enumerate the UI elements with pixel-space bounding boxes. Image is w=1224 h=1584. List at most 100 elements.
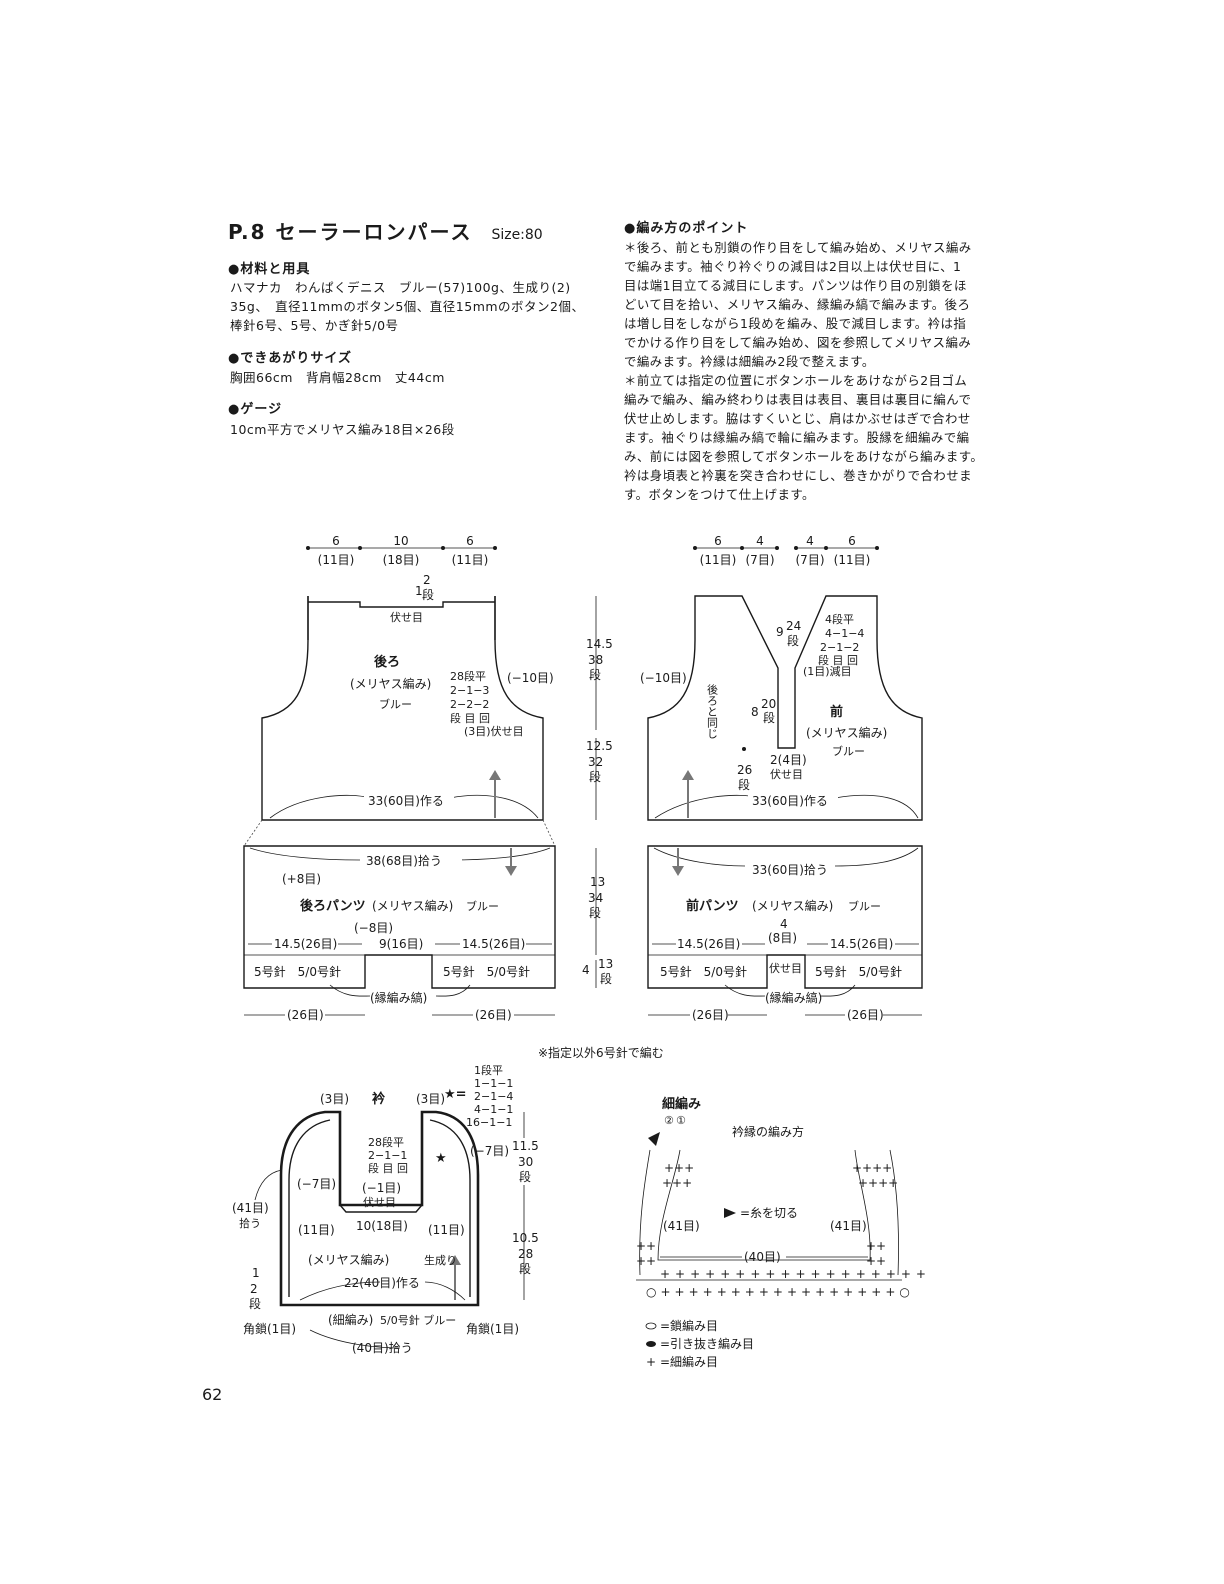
collar-diagram: (3目) 衿 (3目) ★= 1段平 1−1−1 2−1−4 4−1−1 16−… xyxy=(232,1063,539,1355)
chain-stitch-icon xyxy=(645,1322,657,1330)
dim-h1: 14.5 xyxy=(586,637,613,651)
collar-st11-r: (11目) xyxy=(428,1223,465,1237)
points-line: 編みで編み、編み終わりは表目は表目、裏目は裏目に編んで xyxy=(624,392,972,407)
materials-text: ハマナカ わんぱくデニス ブルー(57)100g、生成り(2) 35g、 直径1… xyxy=(230,278,585,335)
front-pants-diagram: 33(60目)拾う 前パンツ (メリヤス編み) ブルー 4 (8目) 14.5(… xyxy=(647,845,923,1022)
back-neck-rows-a: 2 xyxy=(423,573,431,587)
back-pants-right-w: 14.5(26目) xyxy=(462,937,525,951)
collar-h1-rows: 30 xyxy=(518,1155,533,1169)
points-line: でかける作り目をして編み始め、図を参照してメリヤス編み xyxy=(624,335,972,350)
front-pants-name: 前パンツ xyxy=(686,898,739,914)
dim-h4: 4 xyxy=(582,963,590,977)
back-dec-row3: 段 目 回 xyxy=(450,711,490,725)
points-line: す。ボタンをつけて仕上げます。 xyxy=(624,487,815,502)
gauge-text: 10cm平方でメリヤス編み18目×26段 xyxy=(230,422,455,437)
materials-line: ハマナカ わんぱくデニス ブルー(57)100g、生成り(2) xyxy=(230,280,571,295)
front-pants-right-w: 14.5(26目) xyxy=(830,937,893,951)
front-same-as-back: 後ろと同じ xyxy=(706,683,719,739)
crochet-subtitle: 衿縁の編み方 xyxy=(732,1124,804,1139)
materials-heading: ●材料と用具 xyxy=(228,262,311,277)
front-v-table4: (1目)減目 xyxy=(803,664,852,678)
collar-minus1: (−1目) xyxy=(362,1181,401,1195)
collar-star: ★ xyxy=(435,1151,447,1166)
points-line: 伏せ止めします。脇はすくいとじ、肩はかぶせはぎで合わせ xyxy=(624,411,971,426)
dim-h1-rows: 38 xyxy=(588,653,603,667)
back-pants-needles-r: 5号針 5/0号針 xyxy=(443,964,530,979)
page-title: P.8 セーラーロンパース Size:80 xyxy=(228,216,543,245)
collar-h1-rows-b: 段 xyxy=(519,1169,531,1184)
legend-chain: =鎖編み目 xyxy=(660,1318,718,1333)
front-center-bind: 伏せ目 xyxy=(770,767,803,781)
dim-h2-rows-b: 段 xyxy=(589,769,601,784)
points-heading: ●編み方のポイント xyxy=(624,221,749,236)
collar-pick41: (41目) xyxy=(232,1201,269,1215)
back-top-st2: (11目) xyxy=(452,553,489,567)
title-text: セーラーロンパース xyxy=(275,220,473,244)
crochet-row-1: ① xyxy=(676,1114,686,1127)
collar-h1: 11.5 xyxy=(512,1139,539,1153)
collar-minus7-r: (−7目) xyxy=(470,1144,509,1158)
dim-h1-rows-b: 段 xyxy=(589,667,601,682)
front-pants-left-w: 14.5(26目) xyxy=(677,937,740,951)
front-pants-crotch-bind: 伏せ目 xyxy=(769,961,802,975)
collar-h2-rows-b: 段 xyxy=(519,1261,531,1276)
crochet-right-stitches: ++ xyxy=(866,1239,886,1253)
crochet-row-stitches: ++++++++++++++++++ xyxy=(660,1267,931,1281)
back-dec-row2: 2−2−2 xyxy=(450,698,489,711)
collar-pick41-b: 拾う xyxy=(239,1216,261,1230)
front-top-w0: 6 xyxy=(714,534,722,548)
crochet-left-col: +++ xyxy=(664,1161,694,1175)
back-pants-stitch: (メリヤス編み) xyxy=(372,898,453,913)
crochet-chart: 細編み 衿縁の編み方 ② ① (41目) =糸を切る (41目) (40目) +… xyxy=(636,1096,931,1369)
back-pants-pick-up: 38(68目)拾う xyxy=(366,853,442,868)
front-name: 前 xyxy=(830,704,843,720)
front-v-20: 20 xyxy=(761,697,776,711)
crochet-st40: (40目) xyxy=(744,1250,781,1264)
collar-star-eq: ★= xyxy=(444,1087,467,1102)
front-top-st1: (7目) xyxy=(746,553,775,567)
points-line: は増し目をしながら1段めを編み、股で減目します。衿は指 xyxy=(624,316,967,331)
back-color: ブルー xyxy=(379,697,412,711)
front-pants-pick-up: 33(60目)拾う xyxy=(752,862,828,877)
finished-size-text: 胸囲66cm 背肩幅28cm 丈44cm xyxy=(230,370,445,385)
dim-h4-rows: 13 xyxy=(598,957,613,971)
back-pants-color: ブルー xyxy=(466,899,499,913)
finished-size-heading: ●できあがりサイズ xyxy=(228,351,352,366)
front-pants-bottom-r: (26目) xyxy=(847,1008,884,1022)
gauge-heading: ●ゲージ xyxy=(228,402,283,417)
front-pants-crotch-4: 4 xyxy=(780,917,788,931)
front-center-26: 26 xyxy=(737,763,752,777)
points-line: で編みます。袖ぐり衿ぐりの減目は2目以上は伏せ目に、1 xyxy=(624,259,962,274)
back-top-st1: (18目) xyxy=(383,553,420,567)
back-neck-1: 1 xyxy=(415,584,423,598)
collar-corner-r: 角鎖(1目) xyxy=(466,1321,519,1336)
points-text: ＊後ろ、前とも別鎖の作り目をして編み始め、メリヤス編み で編みます。袖ぐり衿ぐり… xyxy=(624,238,983,504)
front-v-24: 24 xyxy=(786,619,801,633)
front-top-w3: 6 xyxy=(848,534,856,548)
collar-st10: 10(18目) xyxy=(356,1219,408,1233)
back-dec-row0: 28段平 xyxy=(450,669,486,683)
collar-color: 生成り xyxy=(424,1253,457,1267)
dim-h2-rows: 32 xyxy=(588,755,603,769)
back-pants-diagram: 38(68目)拾う (+8目) 後ろパンツ (メリヤス編み) ブルー (−8目)… xyxy=(243,819,556,1022)
collar-inner-row2: 段 目 回 xyxy=(368,1161,408,1175)
points-line: どいて目を拾い、メリヤス編み、縁編み縞で編みます。後ろ xyxy=(624,297,971,312)
front-center-2: 2(4目) xyxy=(770,753,807,767)
size-label: Size:80 xyxy=(491,227,543,243)
collar-corner-l: 角鎖(1目) xyxy=(243,1321,296,1336)
front-top-st0: (11目) xyxy=(700,553,737,567)
back-pants-needles-l: 5号針 5/0号針 xyxy=(254,964,341,979)
collar-h2: 10.5 xyxy=(512,1231,539,1245)
back-pants-name: 後ろパンツ xyxy=(300,898,366,914)
materials-line: 35g、 直径11mmのボタン5個、直径15mmのボタン2個、 xyxy=(230,299,585,314)
front-v-8: 8 xyxy=(751,705,759,719)
back-top-w1: 10 xyxy=(393,534,408,548)
crochet-right-col: ++++ xyxy=(852,1161,892,1175)
front-dec-side: (−10目) xyxy=(640,671,687,685)
back-name: 後ろ xyxy=(374,654,400,670)
front-v-table1: 4−1−4 xyxy=(825,627,864,640)
crochet-title: 細編み xyxy=(662,1096,701,1112)
front-v-20-rows: 段 xyxy=(763,710,775,725)
back-neck-rows-b: 段 xyxy=(422,587,434,602)
front-pants-color: ブルー xyxy=(848,899,881,913)
